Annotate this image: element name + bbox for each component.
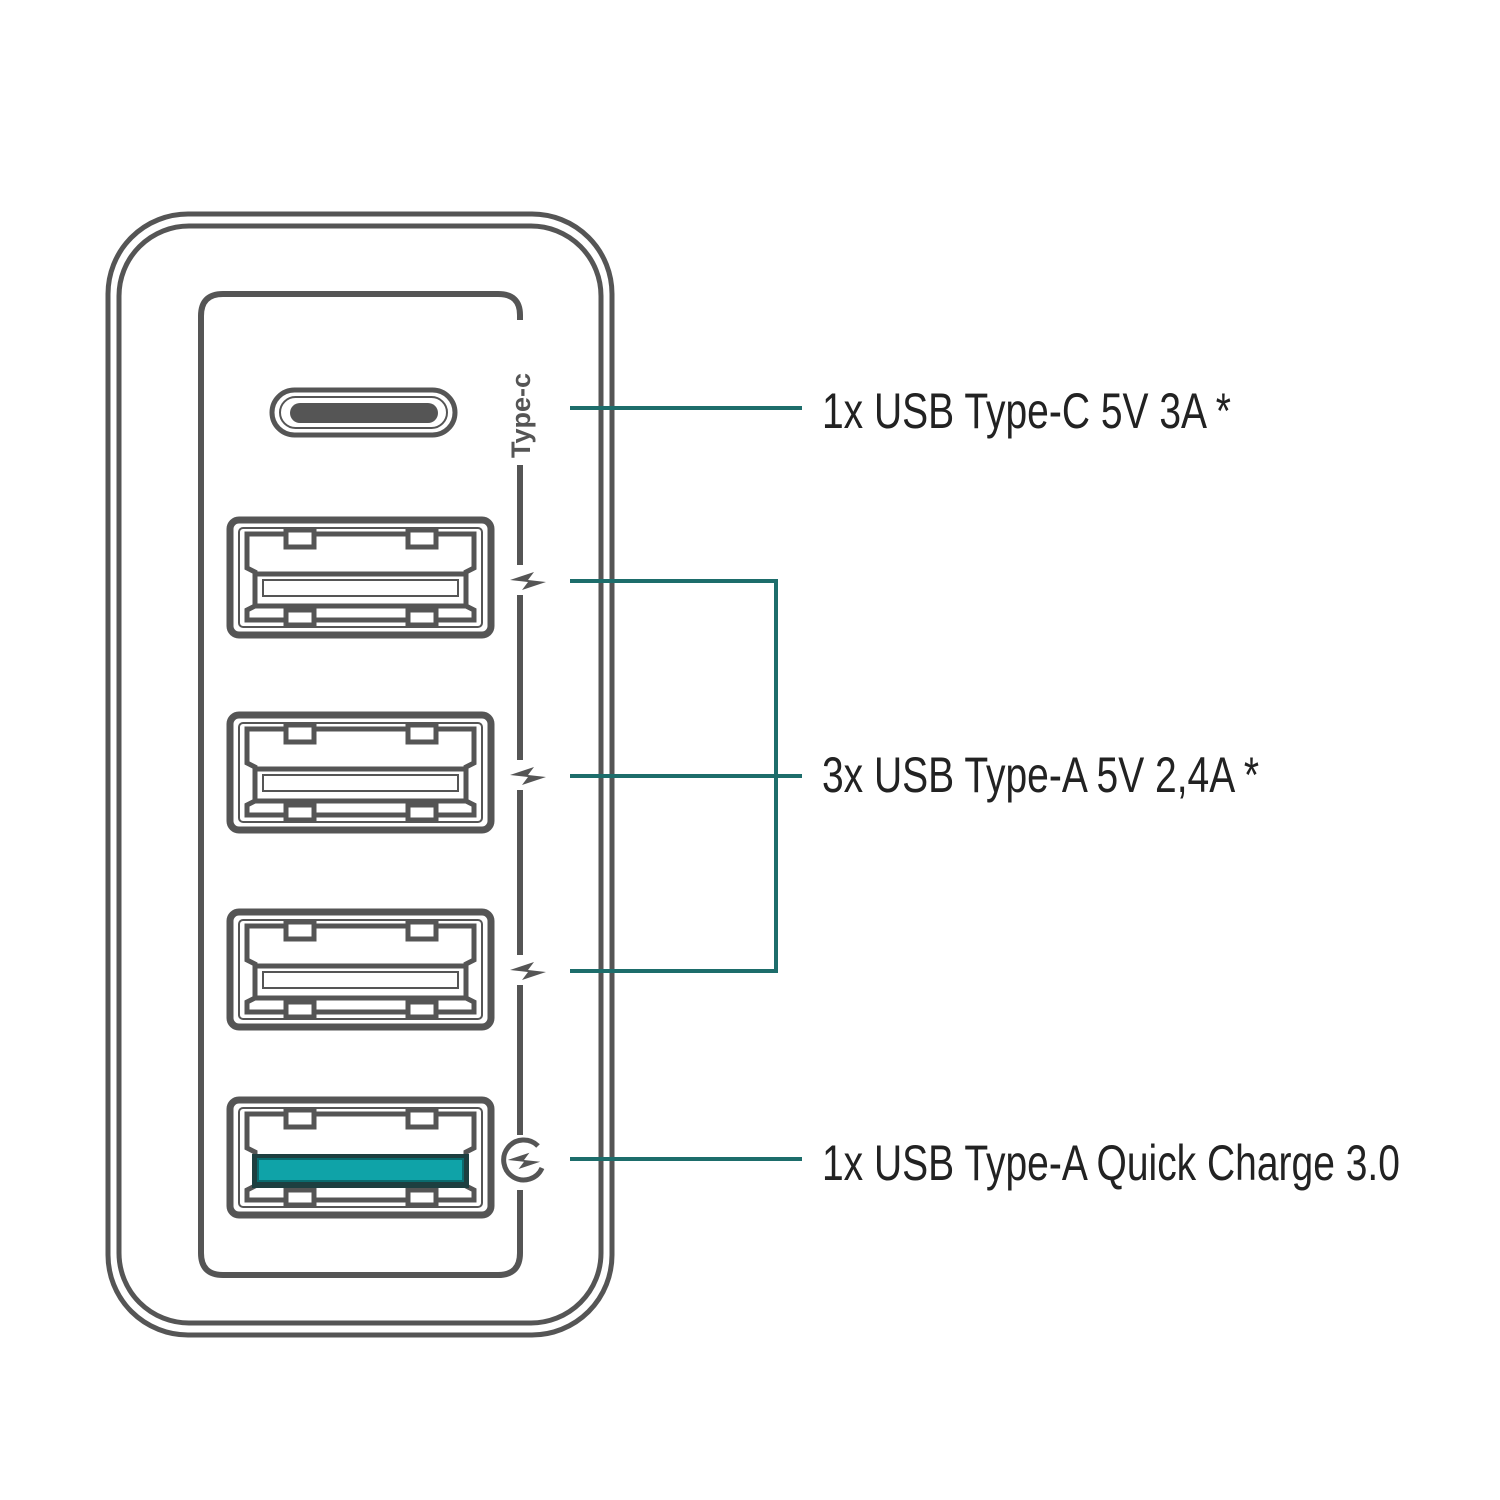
label-quick-charge: 1x USB Type-A Quick Charge 3.0 (822, 1134, 1400, 1191)
label-usb-a: 3x USB Type-A 5V 2,4A * (822, 746, 1259, 803)
usb-c-port (269, 387, 458, 438)
lightning-icon (510, 962, 546, 980)
lightning-icon (510, 572, 546, 590)
type-c-side-label: Type-c (506, 373, 536, 458)
usb-a-quick-charge-port (230, 1100, 491, 1215)
usb-a-port (230, 520, 491, 635)
port-panel (198, 291, 523, 1278)
usb-a-port (230, 715, 491, 830)
usb-a-port (230, 912, 491, 1027)
quick-charge-icon (501, 1137, 545, 1183)
leader-lines (570, 406, 802, 1161)
lightning-icon (510, 767, 546, 785)
label-usb-c: 1x USB Type-C 5V 3A * (822, 382, 1231, 439)
